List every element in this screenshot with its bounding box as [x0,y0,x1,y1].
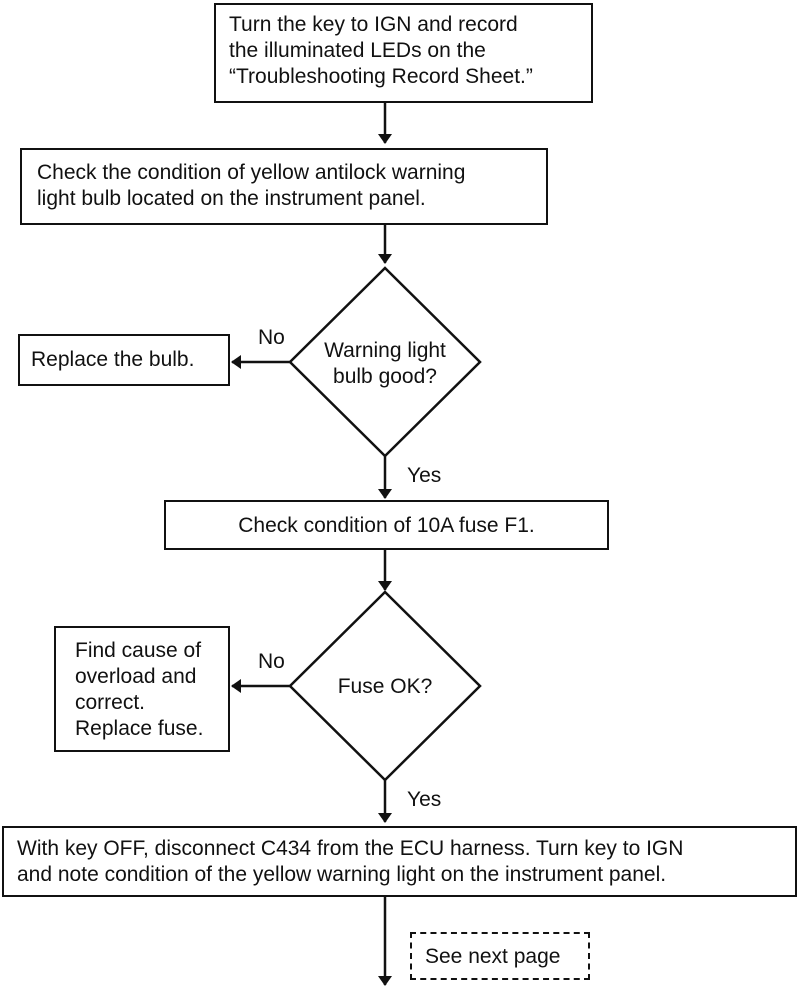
fuse-fail-line1: Find cause of [75,639,202,662]
step4-line1: With key OFF, disconnect C434 from the E… [17,837,684,860]
decision2-diamond [288,590,482,782]
step1-box: Turn the key to IGN and record the illum… [214,3,593,103]
decision1-line1: Warning light [324,339,446,362]
decision1-line2: bulb good? [333,365,437,388]
fuse-fail-line3: correct. [75,691,146,714]
step2-line1: Check the condition of yellow antilock w… [37,161,466,184]
fuse-fail-line4: Replace fuse. [75,717,204,740]
decision1-text: Warning light bulb good? [300,338,470,390]
replace-bulb-box: Replace the bulb. [18,334,230,386]
step4-line2: and note condition of the yellow warning… [17,863,667,886]
decision2-yes-label: Yes [407,788,442,811]
fuse-fail-line2: overload and [75,665,197,688]
step1-line2: the illuminated LEDs on the [229,39,486,62]
step4-box: With key OFF, disconnect C434 from the E… [2,826,797,897]
step1-line1: Turn the key to IGN and record [229,13,518,36]
decision1-yes-label: Yes [407,464,442,487]
step2-line2: light bulb located on the instrument pan… [37,187,426,210]
decision2-text: Fuse OK? [300,674,470,700]
step1-line3: “Troubleshooting Record Sheet.” [229,65,533,88]
step2-box: Check the condition of yellow antilock w… [20,148,548,225]
decision1-diamond [288,266,482,458]
decision2-line: Fuse OK? [337,675,433,698]
replace-bulb-text: Replace the bulb. [31,348,195,371]
see-next-page-text: See next page [425,945,561,968]
fuse-fail-box: Find cause of overload and correct. Repl… [54,626,230,752]
decision2-no-label: No [258,650,285,673]
step3-box: Check condition of 10A fuse F1. [164,500,609,550]
see-next-page-box: See next page [410,932,590,980]
decision1-no-label: No [258,326,285,349]
step3-text: Check condition of 10A fuse F1. [238,514,535,537]
